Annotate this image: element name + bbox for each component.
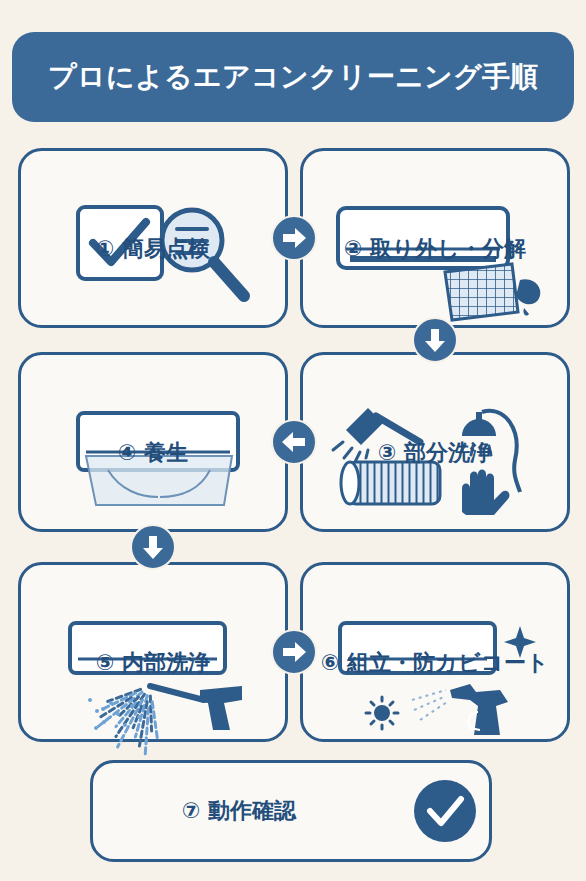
spray-gun-icon — [150, 686, 242, 730]
water-spray-icon — [96, 692, 142, 728]
step-box: ③ 部分洗浄 — [300, 352, 570, 532]
water-spray-icon — [137, 715, 141, 719]
water-spray-icon — [130, 704, 134, 708]
step-label: ③ 部分洗浄 — [378, 438, 492, 468]
step-arrow — [272, 216, 316, 260]
filter-cylinder-icon — [341, 462, 440, 504]
step-arrow — [131, 525, 175, 569]
title-banner: プロによるエアコンクリーニング手順 — [12, 32, 574, 122]
step-box-outlines — [20, 150, 569, 861]
step-box: ⑥ 組立・防カビコート — [300, 562, 570, 742]
step-box-outline — [302, 150, 569, 327]
shower-icon — [333, 442, 368, 462]
step-label: ② 取り外し・分解 — [344, 234, 526, 264]
check-badge-icon — [414, 780, 476, 842]
mist-icon — [412, 690, 447, 720]
step-arrow — [272, 630, 316, 674]
arrow-badge — [413, 318, 457, 362]
step-label: ⑦ 動作確認 — [182, 796, 296, 826]
arrow-shaft — [291, 438, 305, 446]
step-box: ⑤ 内部洗浄 — [18, 562, 288, 742]
arrow-head — [295, 642, 306, 662]
water-spray-icon — [116, 712, 120, 716]
water-spray-icon — [101, 707, 105, 711]
water-spray-icon — [123, 723, 127, 727]
cover-part-icon — [516, 279, 540, 304]
step-arrow — [272, 420, 316, 464]
step-box-outline — [92, 762, 491, 861]
mist-icon — [412, 690, 447, 720]
arrow-badge — [272, 420, 316, 464]
filter-cylinder-icon — [348, 462, 440, 504]
glove-icon — [462, 470, 509, 516]
step-label: ① 簡易点検 — [96, 234, 210, 264]
filter-cylinder-icon — [348, 462, 440, 504]
magnifier-icon — [214, 262, 244, 296]
step-label: ⑥ 組立・防カビコート — [321, 648, 549, 678]
arrow-shaft — [283, 234, 297, 242]
step-box-outline — [302, 564, 569, 741]
step-box: ② 取り外し・分解 — [300, 148, 570, 328]
water-spray-icon — [95, 709, 99, 713]
step-box-outline — [302, 354, 569, 531]
spray-gun-icon — [200, 686, 242, 730]
filter-icon — [445, 264, 518, 320]
spray-bottle-icon — [450, 684, 508, 735]
hand-shower-icon — [476, 412, 482, 420]
water-spray-icon — [88, 698, 92, 702]
arrow-shaft — [431, 329, 439, 343]
hand-shower-icon — [462, 419, 496, 436]
arrow-shaft — [283, 648, 297, 656]
water-spray-icon — [116, 694, 145, 736]
step-box: ⑦ 動作確認 — [90, 760, 492, 862]
step-box: ① 簡易点検 — [18, 148, 288, 328]
step-box-outline — [20, 354, 287, 531]
spray-gun-icon — [150, 686, 204, 700]
filter-cylinder-icon — [341, 462, 359, 504]
step-arrow — [413, 318, 457, 362]
water-spray-icon — [109, 701, 113, 705]
arrow-head — [143, 548, 163, 559]
spray-bottle-icon — [450, 684, 508, 735]
water-spray-icon — [94, 726, 98, 730]
cover-sheet-icon — [108, 470, 210, 497]
arrow-badge — [272, 216, 316, 260]
water-spray-icon — [145, 708, 148, 755]
step-label: ④ 養生 — [118, 438, 188, 468]
cover-part-icon — [523, 308, 529, 316]
filter-icon — [445, 264, 518, 320]
shower-icon — [376, 416, 420, 442]
water-spray-icon — [88, 689, 157, 754]
step-box-outline — [20, 150, 287, 327]
arrow-head — [282, 432, 293, 452]
step-box: ④ 養生 — [18, 352, 288, 532]
water-spray-icon — [102, 720, 106, 724]
arrow-badge — [272, 630, 316, 674]
step-label: ⑤ 内部洗浄 — [96, 648, 210, 678]
arrow-shaft — [149, 536, 157, 550]
arrow-head — [295, 228, 306, 248]
check-badge-icon — [414, 780, 476, 842]
sun-icon — [374, 705, 390, 721]
arrow-head — [425, 341, 445, 352]
glove-icon — [462, 470, 509, 516]
title-text: プロによるエアコンクリーニング手順 — [48, 58, 538, 96]
spray-bottle-icon — [468, 712, 480, 730]
check-badge-icon — [430, 799, 461, 823]
sun-icon — [366, 697, 398, 729]
arrow-badge — [131, 525, 175, 569]
sun-icon — [366, 697, 398, 729]
filter-icon — [445, 264, 518, 320]
step-box-outline — [20, 564, 287, 741]
cover-part-icon — [516, 279, 540, 315]
water-spray-icon — [152, 702, 157, 739]
